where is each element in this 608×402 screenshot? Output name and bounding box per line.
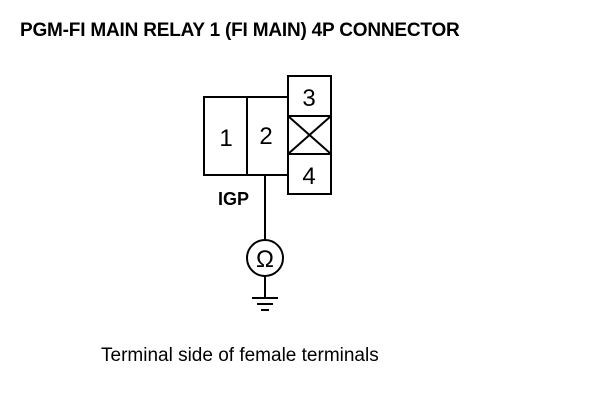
ohm-icon: Ω — [256, 246, 274, 273]
terminal-4-label: 4 — [302, 163, 315, 190]
terminal-2-label: 2 — [259, 123, 272, 150]
wire-label-igp: IGP — [218, 189, 249, 209]
diagram-caption: Terminal side of female terminals — [101, 345, 379, 366]
diagram-title: PGM-FI MAIN RELAY 1 (FI MAIN) 4P CONNECT… — [20, 20, 460, 41]
terminal-1-label: 1 — [219, 125, 232, 152]
terminal-4-cavity — [287, 153, 332, 195]
terminal-3-label: 3 — [302, 85, 315, 112]
